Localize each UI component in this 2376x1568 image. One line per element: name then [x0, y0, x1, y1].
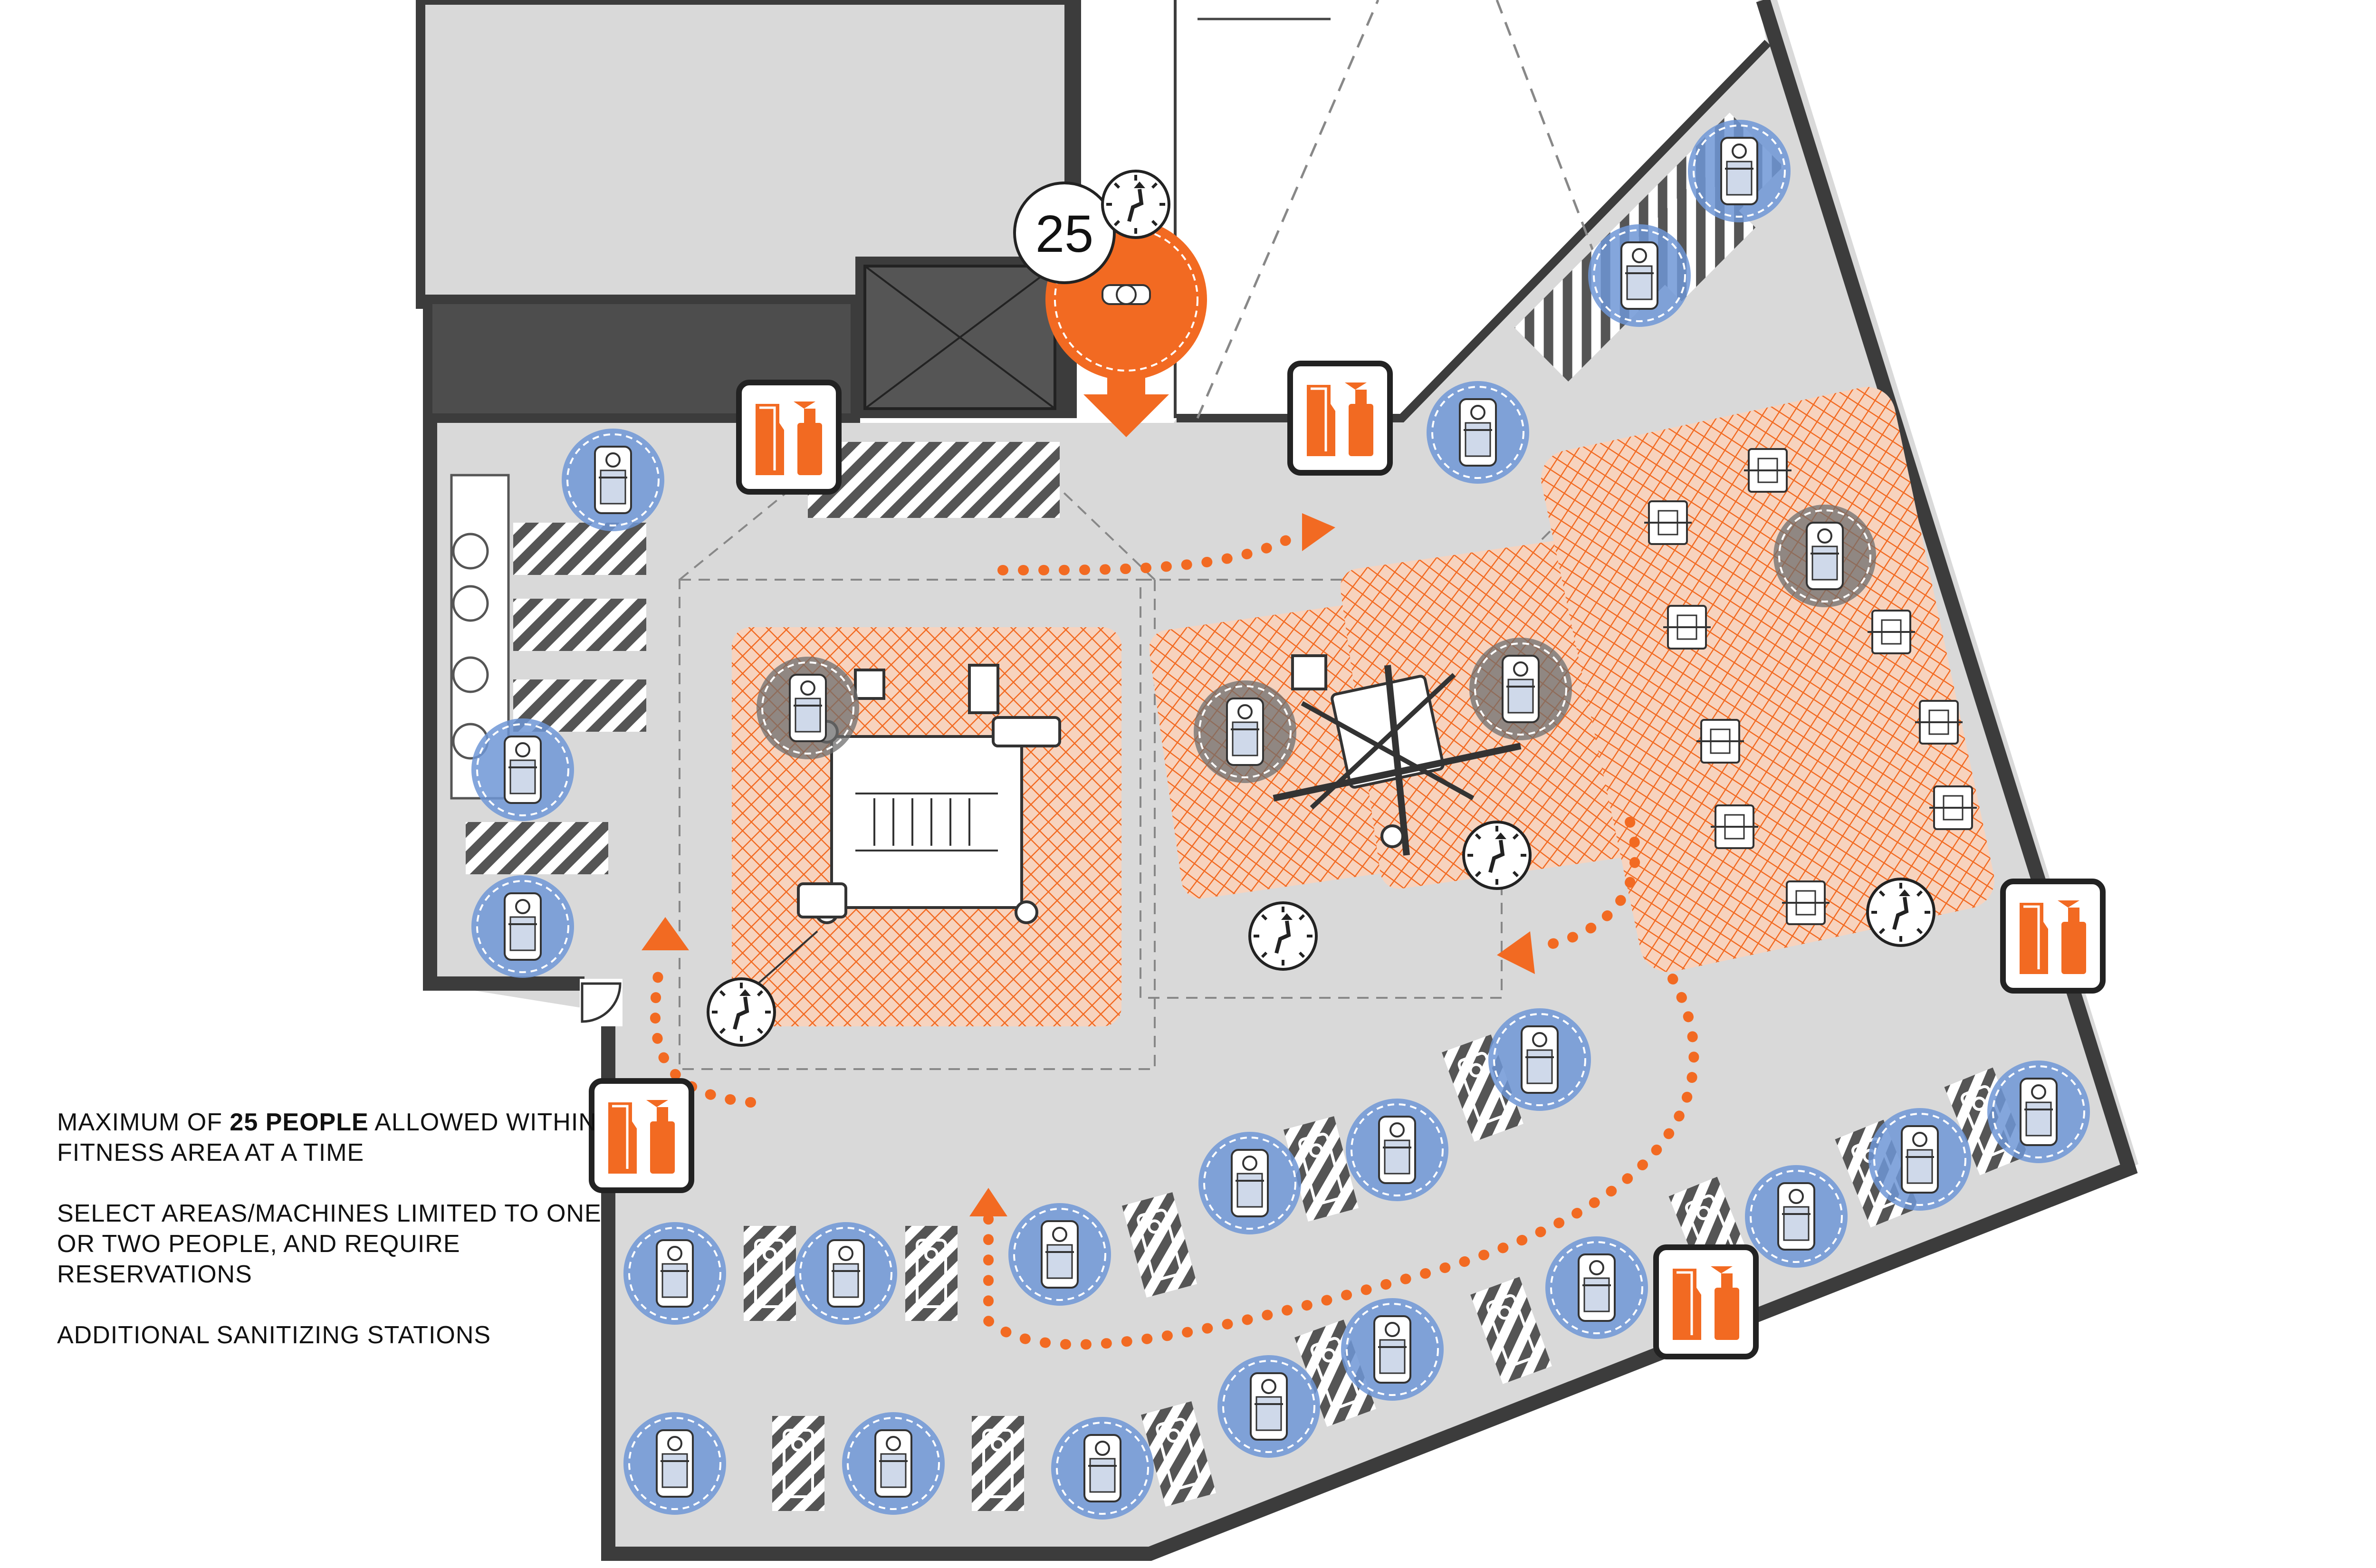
west-wall: [423, 423, 584, 991]
capacity-badge: 25: [1035, 205, 1093, 263]
door-icon[interactable]: [580, 979, 623, 1026]
legend-capacity: MAXIMUM OF 25 PEOPLE ALLOWED WITHIN FITN…: [57, 1109, 597, 1166]
sanitizer-station-icon[interactable]: [1290, 363, 1390, 473]
reservation-clock-icon: [1464, 822, 1530, 889]
reservation-clock-icon: [1250, 903, 1316, 969]
rack-rig-1: [736, 664, 1061, 1004]
reservation-clock-icon: [1868, 879, 1934, 946]
stairs-lines: [1196, 0, 1608, 419]
building-shell: [416, 0, 1766, 423]
sanitizer-station-icon[interactable]: [1656, 1247, 1756, 1357]
sanitizer-station-icon[interactable]: [739, 382, 839, 492]
rack-rig-2: [1273, 654, 1522, 856]
outer-wall: [601, 0, 2138, 1561]
entry-marker: 25: [1013, 171, 1207, 437]
person-icon: [1102, 284, 1151, 305]
legend-sanitizing: ADDITIONAL SANITIZING STATIONS: [57, 1321, 491, 1349]
circulation-arrow-icon: [642, 513, 1699, 1350]
legend-reservations: SELECT AREAS/MACHINES LIMITED TO ONE OR …: [57, 1200, 602, 1288]
north-white-room-wall: [1177, 39, 1771, 422]
sanitizer-station-icon[interactable]: [2003, 881, 2103, 991]
reservation-clock-icon: [708, 979, 775, 1045]
legend: MAXIMUM OF 25 PEOPLE ALLOWED WITHIN FITN…: [57, 1107, 627, 1381]
arrow-down-icon: [1083, 375, 1169, 437]
